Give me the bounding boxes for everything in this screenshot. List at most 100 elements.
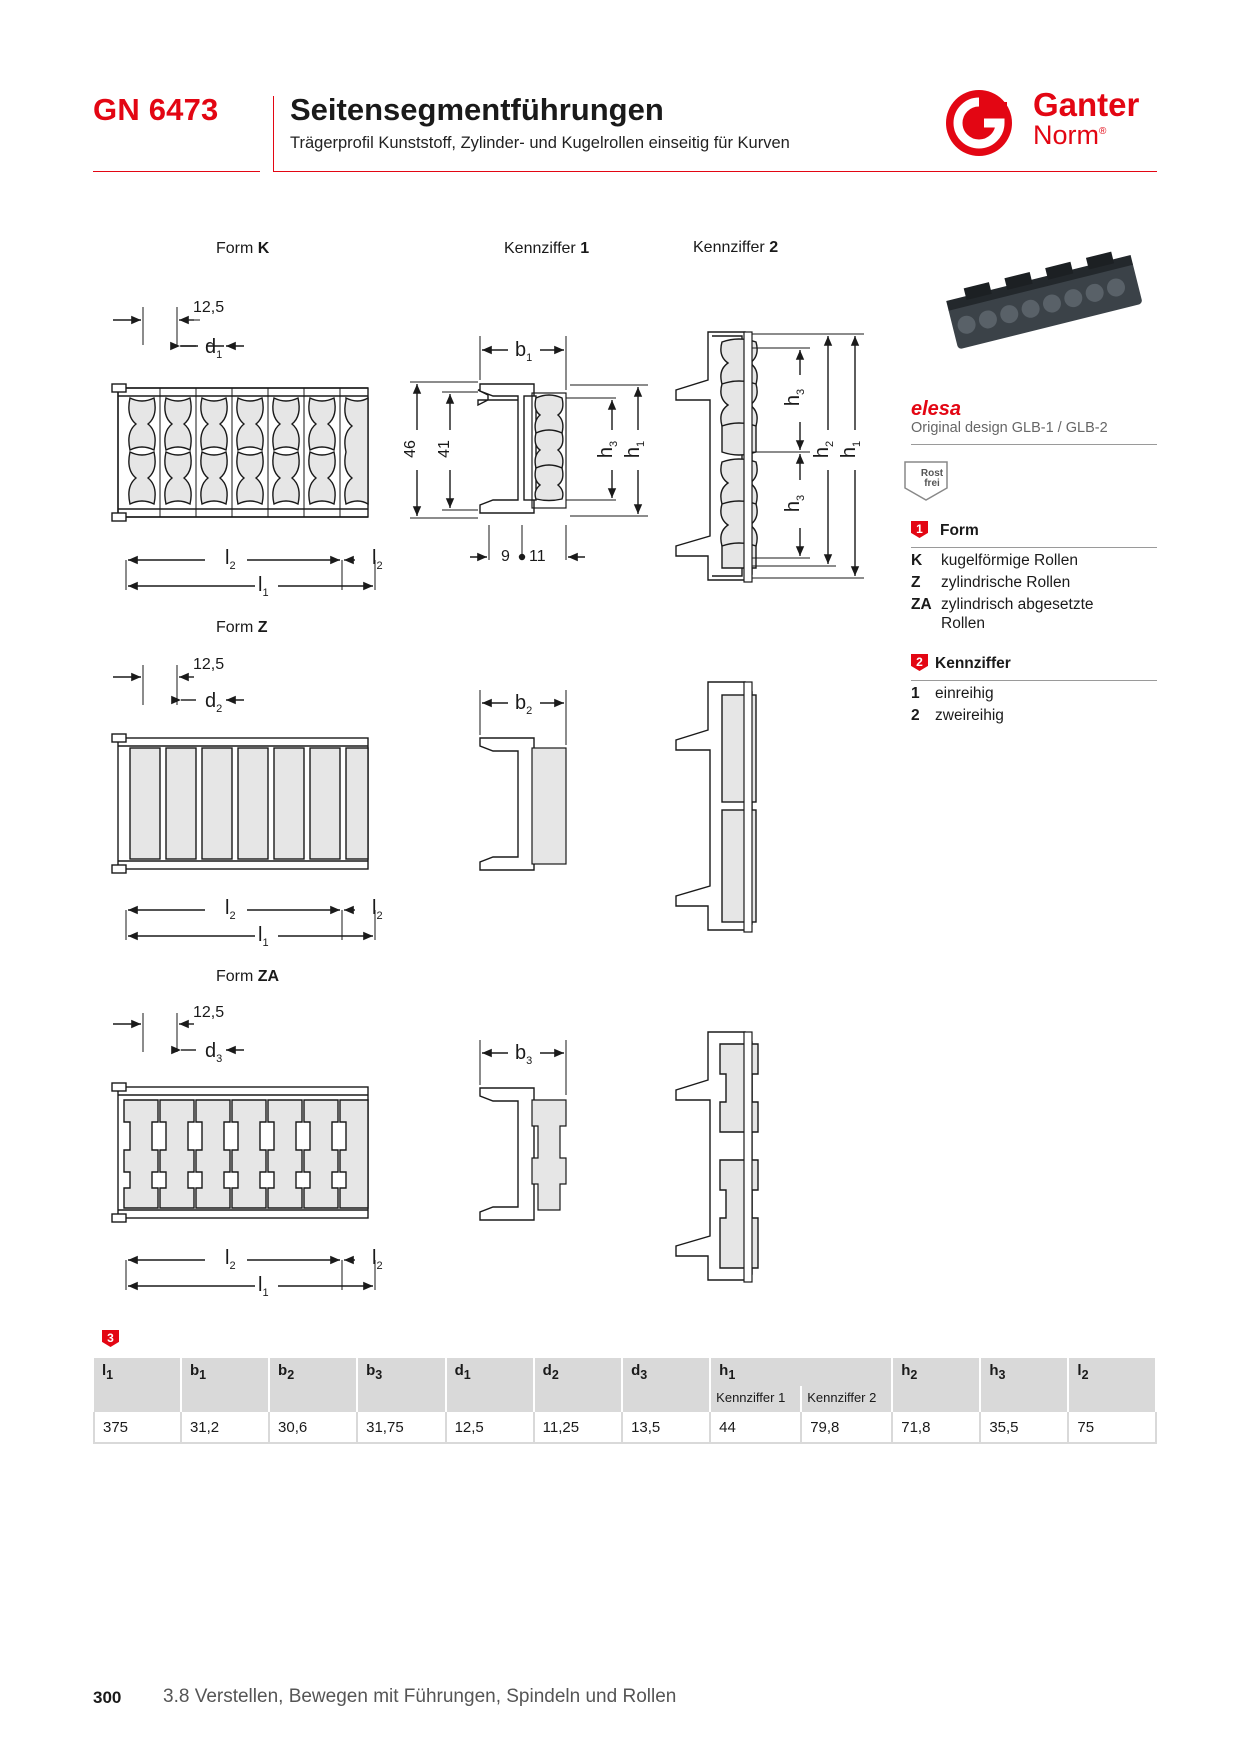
- col-l1: l1: [94, 1358, 182, 1412]
- header-rule-right: [273, 171, 1157, 172]
- col-b2: b2: [269, 1358, 359, 1412]
- table-cell: 71,8: [892, 1412, 982, 1444]
- table-cell: 12,5: [445, 1412, 535, 1444]
- table-cell: 35,5: [980, 1412, 1070, 1444]
- table-cell: 75: [1068, 1412, 1157, 1444]
- sub-header-kennziffer1: Kennziffer 1: [710, 1386, 803, 1412]
- b2-dim: b2: [515, 692, 533, 717]
- l2-right-dim-z: l2: [372, 897, 383, 922]
- table-row: 375 31,2 30,6 31,75 12,5 11,25 13,5 44 7…: [93, 1412, 1157, 1444]
- d3-dim: d3: [205, 1040, 223, 1065]
- rostfrei-stamp-icon: [904, 461, 948, 501]
- sidebar-rule-3: [911, 680, 1157, 681]
- height-41-dim: 41: [435, 440, 453, 458]
- l2-dim-z: l2: [225, 897, 236, 922]
- kennziffer2-section-z: [675, 681, 757, 933]
- table-cell: 30,6: [269, 1412, 359, 1444]
- height-46-dim: 46: [401, 440, 419, 458]
- pitch-dim-z: 12,5: [193, 656, 225, 673]
- h3-dim-k1: h3: [595, 440, 621, 459]
- kennziffer1-section-k: [410, 336, 648, 562]
- l1-dim-k: l1: [258, 574, 269, 599]
- col-d1: d1: [445, 1358, 535, 1412]
- sidebar-rule-2: [911, 547, 1157, 548]
- table-cell: 31,2: [180, 1412, 271, 1444]
- footer-section: 3.8 Verstellen, Bewegen mit Führungen, S…: [163, 1686, 677, 1707]
- header-divider: [273, 96, 274, 172]
- h2-dim-k2: h2: [811, 440, 837, 459]
- width-11-dim: 11: [529, 548, 546, 565]
- header-rule-left: [93, 171, 260, 172]
- h3-upper-dim-k2: h3: [782, 388, 808, 407]
- form-z-label: Form Z: [216, 619, 268, 636]
- l2-dim-za: l2: [225, 1247, 236, 1272]
- sidebar-rule-1: [911, 444, 1157, 445]
- form-k-label: Form K: [216, 240, 270, 257]
- l1-dim-za: l1: [258, 1274, 269, 1299]
- l2-dim-k: l2: [225, 547, 236, 572]
- kennziffer2-section-k: [675, 331, 864, 583]
- page-subtitle: Trägerprofil Kunststoff, Zylinder- und K…: [290, 134, 790, 152]
- form-za-label: Form ZA: [216, 968, 280, 985]
- form-section-title: Form: [940, 522, 979, 539]
- page-number: 300: [93, 1688, 122, 1707]
- l2-right-dim-za: l2: [372, 1247, 383, 1272]
- col-h3: h3: [980, 1358, 1070, 1412]
- h1-dim-k2: h1: [838, 440, 864, 459]
- table-cell: 13,5: [622, 1412, 712, 1444]
- brand-norm: Norm®: [1033, 120, 1107, 150]
- b3-dim: b3: [515, 1042, 533, 1067]
- product-code: GN 6473: [93, 92, 219, 127]
- table-badge: 3: [102, 1330, 119, 1347]
- elesa-logo: elesa: [911, 398, 962, 420]
- col-h2: h2: [892, 1358, 982, 1412]
- kennziffer1-section-z: [479, 690, 567, 871]
- page-title: Seitensegmentführungen: [290, 92, 664, 127]
- table-subheader-row: Kennziffer 1 Kennziffer 2: [94, 1386, 1156, 1412]
- form-badge: 1: [911, 521, 928, 538]
- table-cell: 79,8: [801, 1412, 894, 1444]
- table-cell: 11,25: [533, 1412, 624, 1444]
- original-design-note: Original design GLB-1 / GLB-2: [911, 420, 1108, 436]
- form-z-topview: [111, 665, 376, 941]
- col-d2: d2: [533, 1358, 624, 1412]
- h3-lower-dim-k2: h3: [782, 494, 808, 513]
- h1-dim-k1: h1: [622, 440, 648, 459]
- d2-dim: d2: [205, 690, 223, 715]
- b1-dim: b1: [515, 339, 533, 364]
- form-k-topview: [111, 307, 376, 591]
- table-cell: 375: [93, 1412, 182, 1444]
- l2-right-dim-k: l2: [372, 547, 383, 572]
- brand-name: Ganter: [1033, 86, 1140, 123]
- form-za-topview: [111, 1013, 376, 1291]
- l1-dim-z: l1: [258, 924, 269, 949]
- sub-header-kennziffer2: Kennziffer 2: [801, 1386, 894, 1412]
- table-cell: 31,75: [357, 1412, 447, 1444]
- kennziffer1-section-za: [479, 1040, 567, 1221]
- pitch-dim-k: 12,5: [193, 299, 225, 316]
- kennziffer-badge: 2: [911, 654, 928, 671]
- width-9-dim: 9: [501, 548, 510, 565]
- product-photo: [946, 251, 1142, 349]
- table-cell: 44: [710, 1412, 803, 1444]
- kennziffer2-section-za: [675, 1031, 759, 1283]
- ganter-logo-icon: [946, 90, 1012, 156]
- col-h1: h1: [710, 1358, 894, 1386]
- d1-dim: d1: [205, 336, 223, 361]
- table-header-row: l1 b1 b2 b3 d1 d2 d3 h1 h2 h3 l2: [94, 1358, 1157, 1412]
- col-b1: b1: [180, 1358, 271, 1412]
- col-d3: d3: [622, 1358, 712, 1412]
- kennziffer2-label: Kennziffer 2: [693, 239, 779, 256]
- col-b3: b3: [357, 1358, 447, 1412]
- kennziffer-section-title: Kennziffer: [935, 655, 1011, 672]
- pitch-dim-za: 12,5: [193, 1004, 225, 1021]
